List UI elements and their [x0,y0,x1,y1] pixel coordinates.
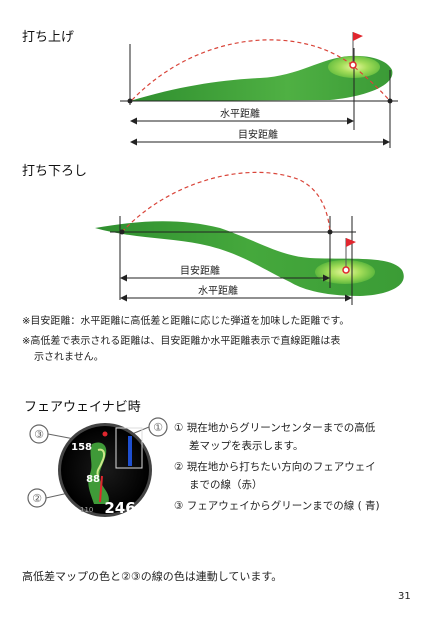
watch-red-line [99,475,103,503]
page-number: 31 [398,591,411,602]
note-3: 示されません。 [34,352,104,363]
fairway-item-1-line2: 差マップを表示します。 [189,440,304,452]
note-2: ※高低差で表示される距離は、目安距離か水平距離表示で直線距離は表 [22,336,341,347]
uphill-horizontal-label: 水平距離 [220,107,260,120]
watch-mid-value: 88 [86,474,100,485]
downhill-horizontal-label: 水平距離 [198,284,238,297]
watch-face [61,426,149,514]
downhill-diagram: 目安距離 水平距離 [95,171,404,305]
downhill-guide-label: 目安距離 [180,264,220,277]
fairway-item-3-line1: ③ フェアウェイからグリーンまでの線 ( 青) [174,500,380,512]
fairway-item-2-line2: までの線（赤） [189,479,263,491]
uphill-terrain [130,55,393,101]
downhill-trajectory [121,171,331,233]
uphill-title: 打ち上げ [22,30,75,45]
fairway-nav-title: フェアウェイナビ時 [24,400,141,415]
svg-text:①: ① [153,421,163,434]
uphill-guide-label: 目安距離 [238,128,278,141]
watch-top-value: 158 [71,442,92,453]
downhill-flag [346,238,356,247]
svg-text:②: ② [32,492,42,505]
watch-illustration: ③ ① ② 158 88 110 246 [27,417,168,517]
uphill-trajectory [131,39,391,102]
uphill-diagram: 水平距離 目安距離 [120,32,398,148]
footer-note: 高低差マップの色と②③の線の色は連動しています。 [22,570,283,583]
uphill-flag [353,32,363,41]
downhill-target [342,266,350,274]
note-1: ※目安距離：水平距離に高低差と距離に応じた弾道を加味した距離です。 [22,316,350,327]
downhill-title: 打ち下ろし [22,164,88,179]
watch-bottom-value: 246 [104,499,135,517]
watch-bottom-left: 110 [80,506,93,514]
fairway-item-2-line1: ② 現在地から打ちたい方向のフェアウェイ [174,461,376,473]
svg-text:③: ③ [34,428,44,441]
uphill-target [349,61,357,69]
fairway-item-1-line1: ① 現在地からグリーンセンターまでの高低 [174,422,376,434]
